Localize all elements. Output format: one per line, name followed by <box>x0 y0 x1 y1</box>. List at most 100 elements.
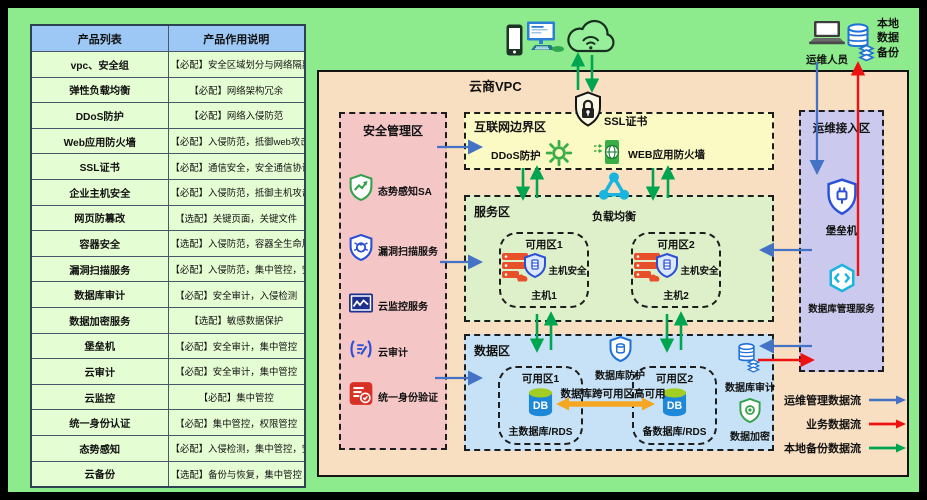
table-row: 容器安全【选配】入侵防范，容器全生命周期防护 <box>30 230 306 257</box>
data-az1: 可用区1 DB 主数据库/RDS <box>498 366 583 445</box>
table-row: 网页防篡改【选配】关键页面，关键文件 <box>30 204 306 232</box>
product-cell: 云监控 <box>30 383 169 411</box>
ddos-protection-item: DDoS防护 <box>491 138 574 173</box>
data-encryption-icon <box>738 397 762 428</box>
product-cell: 漏洞扫描服务 <box>30 255 169 283</box>
security-item-vuln-scan: 漏洞扫描服务 <box>348 233 438 266</box>
product-cell: vpc、安全组 <box>30 51 169 78</box>
security-item-cloud-monitor: 云监控服务 <box>348 292 428 319</box>
vpc-box: 云商VPC 安全管理区 态势感知SA 漏洞扫描服务 云监控服务 <box>317 70 909 477</box>
green-arrow-icon <box>869 443 906 453</box>
product-cell: 堡垒机 <box>30 332 169 360</box>
situation-awareness-icon <box>348 173 374 206</box>
load-balancer-label: 负载均衡 <box>592 211 636 223</box>
load-balancer-icon <box>594 170 634 207</box>
cloud-monitor-icon <box>348 292 374 319</box>
data-az2: 可用区2 DB 备数据库/RDS <box>632 366 717 445</box>
db-management-icon <box>827 262 857 299</box>
db-ha-label: 数据库跨可用区高可用 <box>560 388 666 400</box>
product-cell: 企业主机安全 <box>30 178 169 206</box>
flow-legend: 运维管理数据流 业务数据流 本地备份数据流 <box>769 388 907 460</box>
product-cell: 数据库审计 <box>30 281 169 308</box>
zone-service-title: 服务区 <box>474 205 511 219</box>
zone-ops-access: 运维接入区 堡垒机 数据库管理服务 <box>799 110 884 372</box>
zone-security-management: 安全管理区 态势感知SA 漏洞扫描服务 云监控服务 <box>339 112 447 450</box>
table-row: vpc、安全组【必配】安全区域划分与网络隔离 <box>30 51 306 78</box>
waf-icon <box>593 138 625 171</box>
product-cell: 云审计 <box>30 358 169 385</box>
vpc-title: 云商VPC <box>469 79 522 94</box>
desc-cell: 【选配】备份与恢复，集中管控 <box>167 460 306 488</box>
service-az2: 可用区2 主机安全 主机2 <box>631 232 721 308</box>
desc-cell: 【必配】集中管控 <box>167 383 306 411</box>
table-row: 数据加密服务【选配】敏感数据保护 <box>30 306 306 334</box>
client-computer-icon <box>525 21 565 61</box>
db-management-service: 数据库管理服务 <box>801 262 882 315</box>
bastion-icon <box>826 178 858 221</box>
desc-cell: 【必配】安全区域划分与网络隔离 <box>167 51 306 78</box>
client-phone-icon <box>506 24 523 61</box>
load-balancer: 负载均衡 <box>559 170 669 224</box>
desc-cell: 【必配】安全审计，集中管控 <box>167 332 306 360</box>
ops-user-label: 运维人员 <box>806 54 848 66</box>
table-row: SSL证书【必配】通信安全，安全通信协议 <box>30 153 306 180</box>
svg-text:DB: DB <box>533 400 549 412</box>
table-row: 企业主机安全【必配】入侵防范，抵御主机攻击 <box>30 178 306 206</box>
host2-security: 主机安全 <box>633 252 719 287</box>
svg-text:DB: DB <box>667 400 683 412</box>
table-header-row: 产品列表 产品作用说明 <box>30 24 306 52</box>
waf-item: WEB应用防火墙 <box>593 138 705 171</box>
table-row: 堡垒机【必配】安全审计，集中管控 <box>30 332 306 360</box>
internet-cloud-icon <box>564 18 618 63</box>
desc-cell: 【必配】入侵防范，集中管控，安全基线检查 <box>167 255 306 283</box>
zone-internet-title: 互联网边界区 <box>474 120 547 134</box>
desc-cell: 【必配】安全审计，集中管控 <box>167 358 306 385</box>
db-audit: 数据库审计 <box>722 340 778 394</box>
product-cell: 容器安全 <box>30 230 169 257</box>
ssl-certificate: SSL证书 <box>574 91 647 132</box>
security-item-situation-awareness: 态势感知SA <box>348 173 432 206</box>
table-row: 云备份【选配】备份与恢复，集中管控 <box>30 460 306 488</box>
identity-auth-icon <box>348 380 374 412</box>
table-row: 态势感知【必配】入侵检测，集中管控，安全管理中心 <box>30 434 306 462</box>
db-protection: 数据库防护 <box>584 335 656 382</box>
product-cell: 统一身份认证 <box>30 409 169 436</box>
ssl-label: SSL证书 <box>604 116 648 128</box>
db-icon: DB <box>661 387 688 423</box>
zone-data-title: 数据区 <box>474 344 511 358</box>
desc-cell: 【必配】网络入侵防范 <box>167 102 306 129</box>
desc-cell: 【必配】网络架构冗余 <box>167 76 306 104</box>
product-table: 产品列表 产品作用说明 vpc、安全组【必配】安全区域划分与网络隔离弹性负载均衡… <box>30 24 306 489</box>
db-protection-icon <box>608 335 633 367</box>
service-az1: 可用区1 主机安全 主机1 <box>499 232 589 308</box>
legend-backup-flow: 本地备份数据流 <box>769 436 907 460</box>
desc-cell: 【选配】关键页面，关键文件 <box>167 204 306 232</box>
desc-cell: 【必配】入侵检测，集中管控，安全管理中心 <box>167 434 306 462</box>
desc-cell: 【必配】入侵防范，抵御主机攻击 <box>167 178 306 206</box>
table-row: 弹性负载均衡【必配】网络架构冗余 <box>30 76 306 104</box>
table-row: 云审计【必配】安全审计，集中管控 <box>30 358 306 385</box>
security-item-identity: 统一身份验证 <box>348 380 438 412</box>
table-row: 漏洞扫描服务【必配】入侵防范，集中管控，安全基线检查 <box>30 255 306 283</box>
zone-data: 数据区 数据库防护 可用区1 DB 主数据库/RDS 可用区2 <box>464 334 775 451</box>
primary-db: DB 主数据库/RDS <box>500 387 581 438</box>
legend-ops-flow: 运维管理数据流 <box>769 388 907 412</box>
legend-business-flow: 业务数据流 <box>769 412 907 436</box>
product-cell: 网页防篡改 <box>30 204 169 232</box>
host-security-icon <box>501 252 547 287</box>
desc-cell: 【必配】通信安全，安全通信协议 <box>167 153 306 180</box>
table-row: 云监控【必配】集中管控 <box>30 383 306 411</box>
data-encryption: 数据加密 <box>726 397 774 443</box>
desc-cell: 【必配】安全审计，入侵检测 <box>167 281 306 308</box>
db-icon: DB <box>527 387 554 423</box>
host1-security: 主机安全 <box>501 252 587 287</box>
product-cell: 数据加密服务 <box>30 306 169 334</box>
zone-internet-boundary: 互联网边界区 DDoS防护 WEB应用防火墙 <box>464 112 774 170</box>
product-cell: 云备份 <box>30 460 169 488</box>
bastion-host: 堡垒机 <box>801 178 882 238</box>
security-item-cloud-audit: 云审计 <box>348 336 408 367</box>
table-row: DDoS防护【必配】网络入侵防范 <box>30 102 306 129</box>
vuln-scan-icon <box>348 233 374 266</box>
